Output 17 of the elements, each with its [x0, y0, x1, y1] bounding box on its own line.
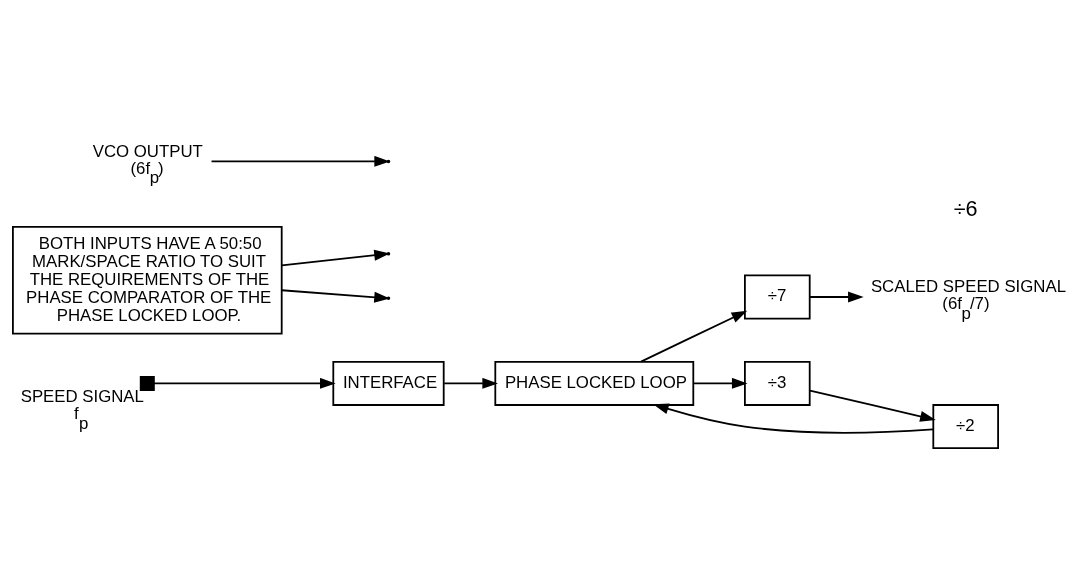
node-box: ÷3 [744, 360, 811, 406]
label: ÷6 [953, 195, 978, 221]
node-box: INTERFACE [332, 360, 445, 406]
node-box: ÷7 [744, 274, 811, 319]
node-box: BOTH INPUTS HAVE A 50:50 MARK/SPACE RATIO TO SUIT THE REQUIREMENTS OF THE PHASE COMPARATOR OF THE PHASE LOCKED LOOP. [12, 225, 283, 334]
arrow [280, 288, 390, 303]
node-box [139, 375, 155, 391]
arrow [809, 389, 936, 422]
arrow [640, 310, 748, 362]
arrow [443, 377, 498, 389]
arrow [153, 377, 336, 389]
arrow [809, 291, 864, 302]
node-label: SPEED SIGNAL [20, 386, 144, 406]
arrow [653, 403, 934, 434]
node-box: PHASE LOCKED LOOP [494, 360, 695, 406]
node-box: ÷2 [932, 403, 999, 449]
arrow [692, 377, 748, 389]
